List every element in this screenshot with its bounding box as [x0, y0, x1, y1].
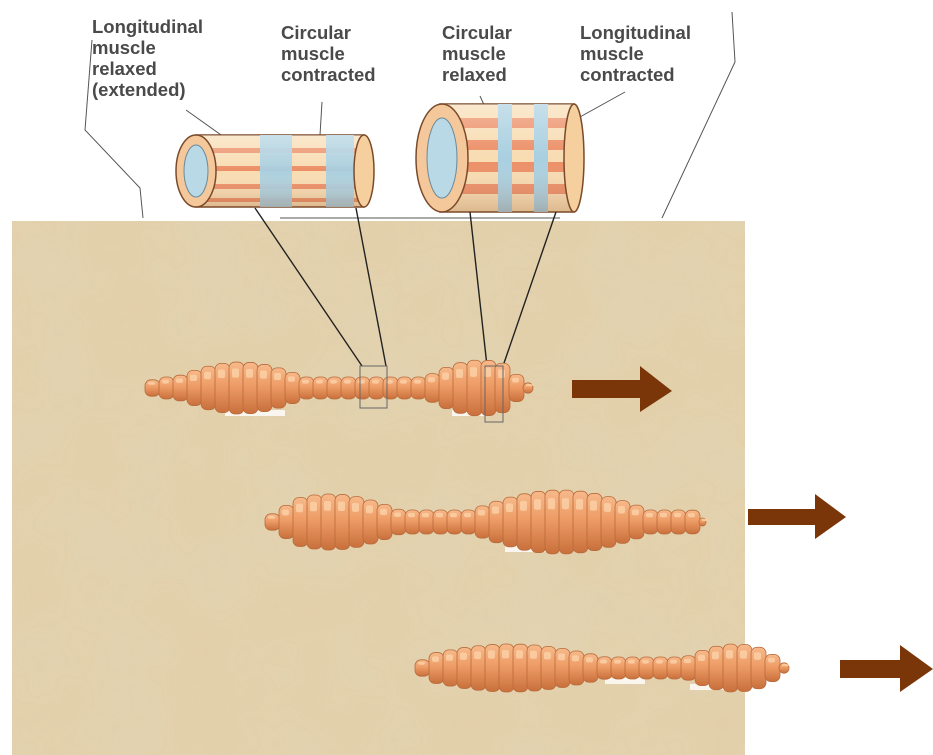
worm-segment-highlight: [380, 509, 387, 515]
worm-segment-highlight: [688, 513, 695, 517]
worm-segment-highlight: [418, 662, 425, 665]
worm-segment-highlight: [148, 382, 155, 385]
worm-segment-highlight: [316, 380, 323, 384]
worm-segment-highlight: [488, 650, 495, 658]
worm-segment-highlight: [558, 653, 565, 660]
worm-segment-highlight: [464, 513, 471, 517]
worm-segment-highlight: [656, 660, 663, 664]
worm-segment-highlight: [530, 651, 537, 659]
worm-segment-highlight: [358, 380, 365, 384]
worm-segment-highlight: [474, 651, 481, 659]
worm-segment-highlight: [400, 380, 407, 384]
worm-segment-highlight: [162, 380, 169, 384]
worm-segment-highlight: [702, 519, 709, 521]
worm-segment-highlight: [338, 501, 345, 511]
worm-segment-highlight: [470, 367, 477, 377]
worm-segment-highlight: [460, 653, 467, 660]
worm-segment-highlight: [446, 654, 453, 660]
worm-segment-highlight: [288, 376, 295, 381]
worm-segment-highlight: [628, 660, 635, 664]
worm-segment-highlight: [768, 658, 775, 663]
worm-segment-highlight: [506, 503, 513, 512]
worm-segment-highlight: [670, 660, 677, 664]
worm-segment-highlight: [408, 513, 415, 517]
worm-segment-highlight: [218, 370, 225, 379]
worm-segment-highlight: [586, 657, 593, 662]
worm-segment-highlight: [576, 499, 583, 510]
worm-segment-highlight: [646, 513, 653, 517]
worm-segment-highlight: [432, 656, 439, 661]
worm-segment-highlight: [296, 504, 303, 513]
worm-segment-highlight: [268, 516, 275, 519]
worm-segment-highlight: [478, 510, 485, 516]
worm-segment-highlight: [330, 380, 337, 384]
worm-segment-highlight: [534, 499, 541, 510]
worm-segment-highlight: [190, 375, 197, 381]
worm-segment-highlight: [712, 652, 719, 660]
worm-segment-highlight: [544, 652, 551, 660]
worm-segment-highlight: [660, 513, 667, 517]
worm-segment-highlight: [740, 650, 747, 658]
worm-segment-highlight: [282, 510, 289, 516]
worm-segment-highlight: [274, 373, 281, 380]
worm-segment-highlight: [632, 509, 639, 515]
muscle-tube-extended: [176, 135, 374, 207]
worm-segment-highlight: [492, 506, 499, 513]
worm-segment-highlight: [520, 501, 527, 511]
worm-segment-highlight: [590, 501, 597, 511]
worm-segment-highlight: [310, 502, 317, 511]
worm-segment-highlight: [754, 652, 761, 659]
worm-segment-highlight: [726, 650, 733, 658]
worm-segment-highlight: [698, 655, 705, 661]
worm-setae: [605, 678, 645, 684]
worm-segment-highlight: [422, 513, 429, 517]
worm-segment-highlight: [498, 369, 505, 378]
worm-segment-highlight: [512, 378, 519, 383]
worm-segment-highlight: [600, 660, 607, 664]
worm-segment-highlight: [260, 370, 267, 378]
worm-segment-highlight: [436, 513, 443, 517]
worm-segment-highlight: [324, 501, 331, 511]
muscle-tube-contracted: [416, 104, 584, 212]
worm-segment-highlight: [344, 380, 351, 384]
worm-segment-highlight: [176, 378, 183, 382]
worm-segment-highlight: [572, 655, 579, 661]
worm-segment-highlight: [548, 498, 555, 509]
worm-segment-highlight: [442, 373, 449, 380]
worm-segment-highlight: [674, 513, 681, 517]
worm-segment-highlight: [428, 377, 435, 382]
worm-segment-highlight: [302, 380, 309, 384]
worm-segment-highlight: [782, 664, 789, 666]
worm-segment-highlight: [516, 650, 523, 658]
worm-segment-highlight: [394, 512, 401, 516]
worm-segment-highlight: [684, 659, 691, 663]
worm-segment-highlight: [204, 372, 211, 380]
worm-segment-highlight: [456, 369, 463, 378]
worm-segment-highlight: [450, 513, 457, 517]
worm-segment-highlight: [232, 369, 239, 378]
direction-arrow-3: [840, 645, 933, 692]
worm-segment-highlight: [604, 503, 611, 512]
worm-segment-highlight: [414, 380, 421, 384]
direction-arrow-2: [748, 494, 846, 539]
worm-segment-highlight: [614, 660, 621, 664]
worm-segment-highlight: [352, 503, 359, 512]
worm-segment-highlight: [372, 380, 379, 384]
worm-segment-highlight: [562, 498, 569, 509]
worm-segment-highlight: [366, 506, 373, 514]
worm-segment-highlight: [526, 384, 533, 386]
worm-segment-highlight: [642, 660, 649, 664]
worm-segment-highlight: [246, 369, 253, 378]
worm-segment-highlight: [618, 506, 625, 513]
worm-segment-highlight: [502, 650, 509, 658]
